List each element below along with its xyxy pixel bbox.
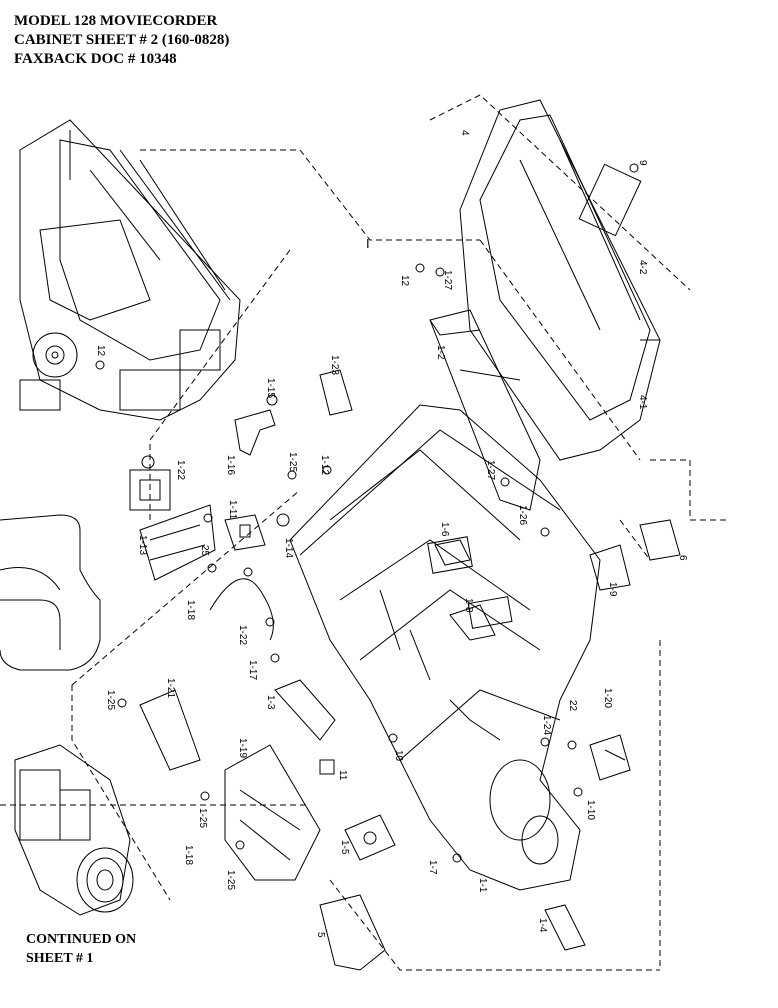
label-1-16: 1-16 [225, 455, 236, 475]
label-4-1: 4-1 [637, 395, 648, 410]
top-bracket [429, 309, 541, 511]
label-1-15: 1-15 [265, 378, 276, 398]
label-12-top: 12 [399, 275, 410, 287]
label-4: 4 [459, 130, 470, 136]
label-1-27-top: 1-27 [442, 270, 453, 290]
label-11: 11 [337, 770, 348, 781]
label-1-4: 1-4 [537, 918, 548, 933]
label-1-19: 1-19 [237, 738, 248, 758]
label-1-25-a: 1-25 [287, 452, 298, 472]
label-1-25-b: 1-25 [105, 690, 116, 710]
label-1-20: 1-20 [602, 688, 613, 708]
assembly-leader-lines [0, 94, 730, 971]
part-number-labels: 4 9 I 4-2 4-1 12 1-27 1-2 12 1-23 1-15 1… [95, 130, 688, 938]
label-1-18-b: 1-18 [183, 845, 194, 865]
label-1-14: 1-14 [283, 538, 294, 558]
switch-bracket [234, 394, 278, 456]
label-5: 5 [315, 932, 326, 938]
label-i: I [366, 236, 370, 251]
label-1-24: 1-24 [541, 715, 552, 735]
cabinet-sheet-number: CABINET SHEET # 2 (160-0828) [14, 32, 230, 48]
label-1-2: 1-2 [435, 345, 446, 360]
mode-switch-assembly [344, 814, 396, 861]
small-brackets [434, 519, 681, 641]
faxback-doc-number: FAXBACK DOC # 10348 [14, 51, 177, 67]
grip-plate [274, 679, 336, 741]
flex-cable-assembly [0, 514, 101, 671]
battery-cover [319, 894, 386, 971]
side-board [139, 504, 216, 581]
label-6: 6 [677, 555, 688, 561]
continuation-note: CONTINUED ON SHEET # 1 [26, 930, 136, 968]
label-1-1: 1-1 [477, 878, 488, 893]
rear-cover-panel [459, 99, 661, 461]
document-header: MODEL 128 MOVIECORDER CABINET SHEET # 2 … [14, 12, 229, 69]
label-1-22: 1-22 [175, 460, 186, 480]
model-title: MODEL 128 MOVIECORDER [14, 13, 218, 29]
label-1-9: 1-9 [607, 582, 618, 597]
main-board [224, 744, 335, 881]
label-1-25-c: 1-25 [197, 808, 208, 828]
lens-assembly [14, 744, 134, 916]
label-1-18-a: 1-18 [185, 600, 196, 620]
label-1-23: 1-23 [329, 355, 340, 375]
label-25: 25 [199, 545, 210, 557]
label-1-8: 1-8 [463, 598, 474, 613]
label-1-5: 1-5 [339, 840, 350, 855]
label-1-22-b: 1-22 [237, 625, 248, 645]
wire-harness [209, 567, 274, 641]
label-12-left: 12 [95, 345, 106, 357]
label-1-26: 1-26 [517, 505, 528, 525]
label-1-11: 1-11 [227, 500, 238, 520]
label-1-21: 1-21 [165, 678, 176, 698]
screws [95, 163, 639, 863]
sub-board [139, 689, 201, 771]
bracket-assembly-mid [224, 513, 290, 551]
button-strip [544, 904, 586, 951]
label-22: 22 [567, 700, 578, 712]
tape-mechanism-assembly [19, 119, 241, 421]
label-1-6: 1-6 [439, 522, 450, 537]
label-1-17: 1-17 [247, 660, 258, 680]
label-1-12: 1-12 [319, 455, 330, 475]
lens-cover-assembly [589, 734, 631, 781]
label-4-2: 4-2 [637, 260, 648, 275]
continued-on-text: CONTINUED ON [26, 932, 137, 947]
label-1-3: 1-3 [265, 695, 276, 710]
label-9: 9 [637, 160, 648, 166]
label-1-7: 1-7 [427, 860, 438, 875]
jack-board-assembly [129, 455, 171, 511]
label-1-27-mid: 1-27 [485, 460, 496, 480]
sheet-reference: SHEET # 1 [26, 951, 94, 966]
main-housing [289, 404, 601, 891]
label-1-10: 1-10 [585, 800, 596, 820]
label-1-25-d: 1-25 [225, 870, 236, 890]
label-10: 10 [393, 750, 404, 762]
label-1-13: 1-13 [137, 535, 148, 555]
small-board [319, 369, 353, 416]
